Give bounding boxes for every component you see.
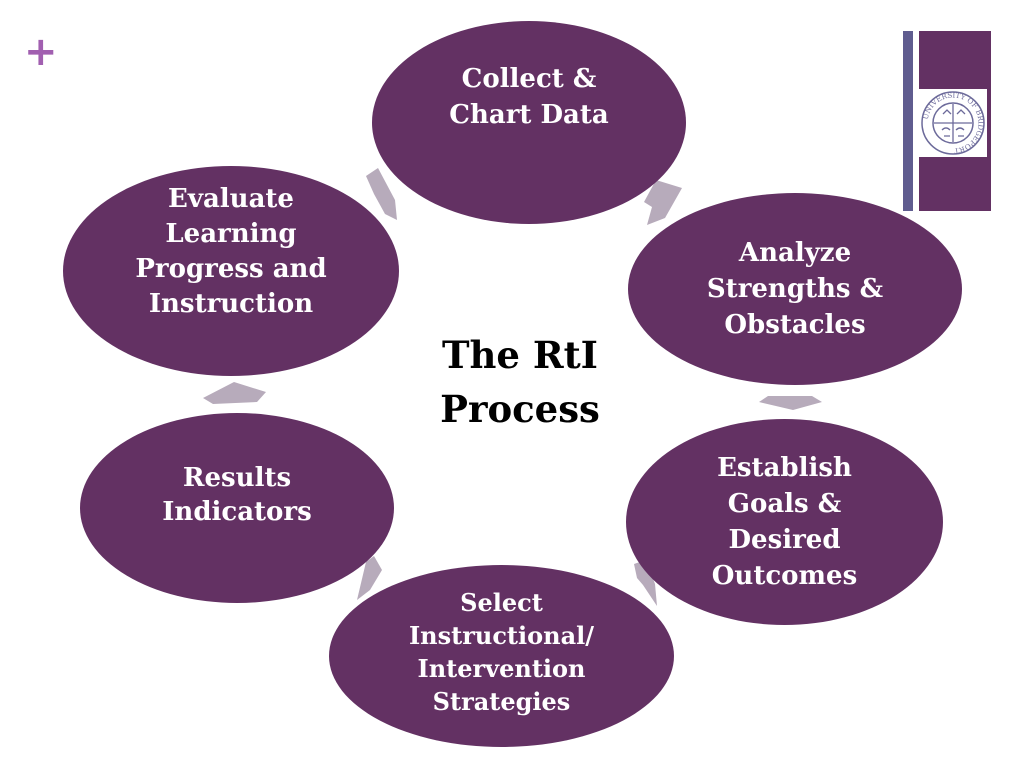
arrow-collect-to-analyze (644, 180, 682, 225)
arrow-evaluate-to-collect (366, 168, 397, 220)
cycle-step-label: Analyze Strengths & Obstacles (706, 238, 884, 340)
cycle-step-evaluate: Evaluate Learning Progress and Instructi… (63, 166, 399, 376)
university-seal-icon: UNIVERSITY OF BRIDGEPORT (919, 89, 987, 157)
arrow-results-to-evaluate (203, 382, 266, 404)
cycle-step-establish: Establish Goals & Desired Outcomes (626, 419, 943, 625)
cycle-step-label: Evaluate Learning Progress and Instructi… (135, 184, 327, 319)
cycle-step-label: Collect & Chart Data (449, 63, 609, 130)
arrow-analyze-to-establish (759, 396, 822, 410)
cycle-step-label: Results Indicators (162, 463, 312, 527)
cycle-step-analyze: Analyze Strengths & Obstacles (628, 193, 962, 385)
arrow-establish-to-select (634, 560, 657, 606)
logo-accent-bar (903, 31, 913, 211)
corner-plus-icon: + (24, 29, 58, 75)
cycle-step-results: Results Indicators (80, 413, 394, 603)
arrow-select-to-results (357, 556, 382, 600)
cycle-step-label: Select Instructional/ Intervention Strat… (408, 588, 595, 716)
cycle-step-collect: Collect & Chart Data (372, 21, 686, 224)
cycle-step-label: Establish Goals & Desired Outcomes (711, 453, 858, 591)
cycle-step-select: Select Instructional/ Intervention Strat… (329, 565, 674, 747)
diagram-title: The RtI Process (440, 333, 600, 431)
